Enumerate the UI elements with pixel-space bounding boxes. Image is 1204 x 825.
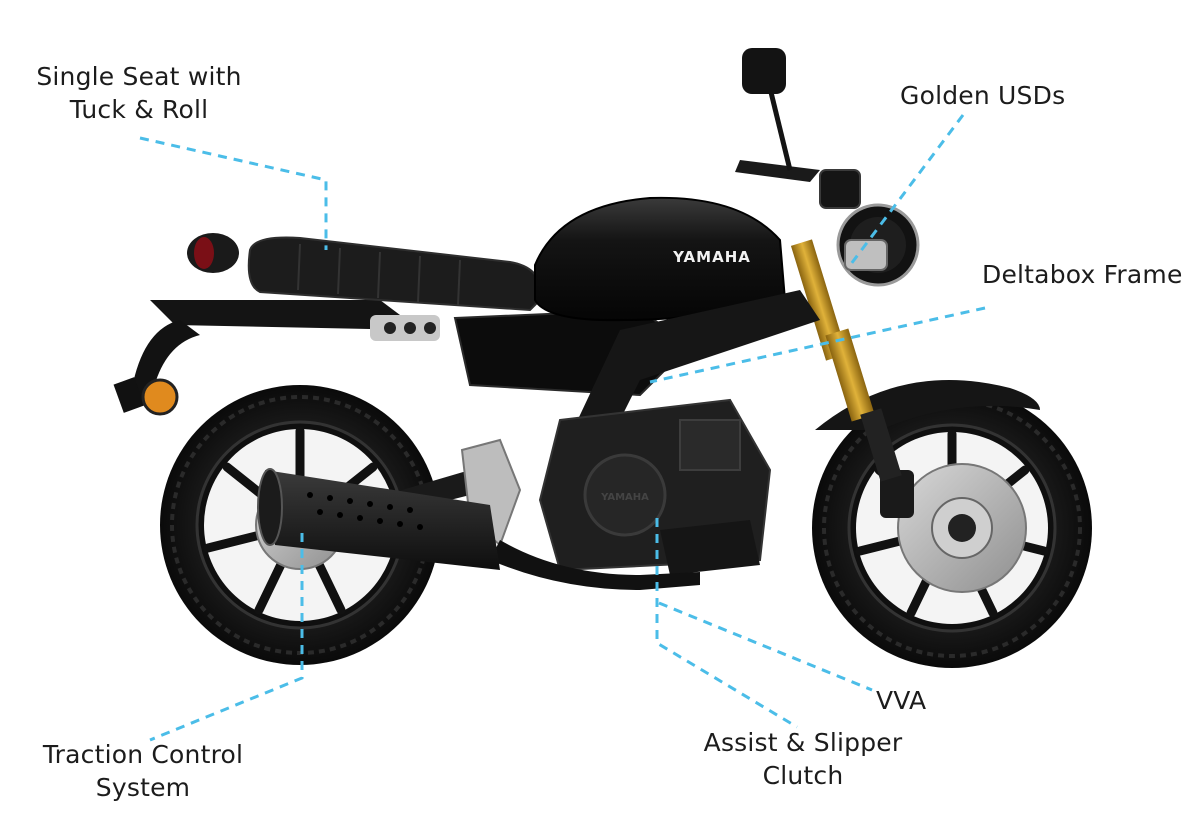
mirror-stem [765, 79, 793, 171]
seat-callout-line [139, 136, 328, 250]
frame-callout-label: Deltabox Frame [982, 258, 1183, 291]
seat-callout-label: Single Seat with Tuck & Roll [30, 60, 248, 126]
vva-callout-label: VVA [876, 684, 926, 717]
traction-callout-line [149, 533, 304, 742]
vva-label-line-1: VVA [876, 686, 927, 715]
license-plate-bracket [113, 377, 145, 413]
engine: YAMAHA [538, 398, 772, 575]
handlebar [735, 160, 820, 182]
instrument-cluster [819, 169, 861, 209]
fuel-tank [534, 196, 787, 322]
motorcycle-illustration: YAMAHA YAMAHA [113, 48, 1092, 668]
usd-label-line-1: Golden USDs [900, 81, 1066, 110]
tank-brand-logo: YAMAHA [672, 248, 751, 266]
vva-callout-line [658, 601, 873, 692]
frame-label-line-1: Deltabox Frame [982, 260, 1183, 289]
traction-callout-label: Traction Control System [36, 738, 250, 804]
front-wheel [812, 388, 1092, 668]
rear-indicator [141, 378, 179, 416]
traction-label-line-2: System [95, 773, 191, 802]
seat-label-line-2: Tuck & Roll [69, 95, 209, 124]
seat-label-line-1: Single Seat with [36, 62, 242, 91]
rear-subframe [150, 300, 420, 330]
mirror [742, 48, 786, 94]
fork-clamp [844, 239, 888, 271]
clutch-label-line-1: Assist & Slipper [703, 728, 903, 757]
seat [247, 236, 542, 312]
clutch-callout-label: Assist & Slipper Clutch [698, 726, 908, 792]
exhaust [257, 468, 700, 590]
callout-lines [139, 114, 986, 742]
front-fork [790, 239, 902, 482]
clutch-label-line-2: Clutch [762, 761, 844, 790]
usd-callout-label: Golden USDs [900, 79, 1065, 112]
traction-label-line-1: Traction Control [42, 740, 244, 769]
engine-brand-logo: YAMAHA [600, 492, 649, 503]
